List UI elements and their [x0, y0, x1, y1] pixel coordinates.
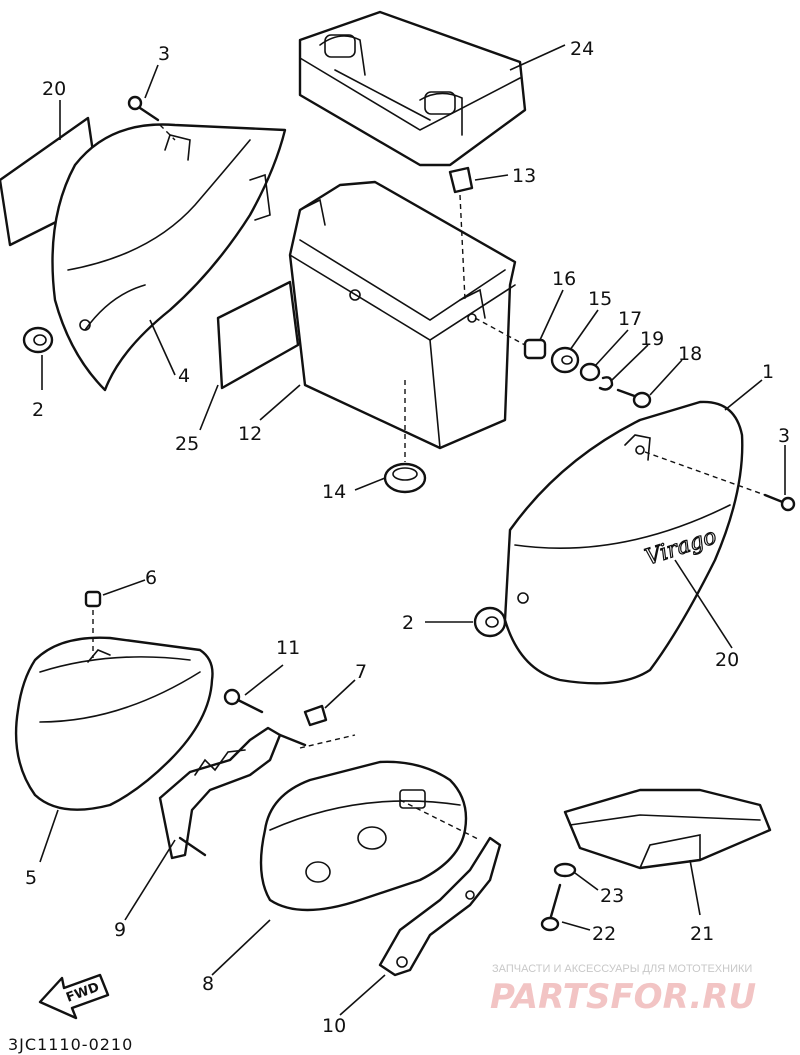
- callout-20-left: 20: [42, 78, 66, 100]
- callout-9: 9: [114, 919, 126, 941]
- grommet-right: [473, 606, 507, 638]
- callout-4: 4: [178, 365, 190, 387]
- callout-3-right: 3: [778, 425, 790, 447]
- callout-20-right: 20: [715, 649, 739, 671]
- callout-25: 25: [175, 433, 199, 455]
- callout-8: 8: [202, 973, 214, 995]
- callout-16: 16: [552, 268, 576, 290]
- bolt-right: [763, 493, 796, 512]
- watermark-tagline: ЗАПЧАСТИ И АКСЕССУАРЫ ДЛЯ МОТОТЕХНИКИ: [492, 963, 752, 975]
- grommet-bottom: [383, 462, 427, 494]
- hardware-stack: [523, 338, 652, 409]
- clip-part: [448, 166, 474, 194]
- callout-21: 21: [690, 923, 714, 945]
- watermark: ЗАПЧАСТИ И АКСЕССУАРЫ ДЛЯ МОТОТЕХНИКИ PA…: [490, 963, 756, 1017]
- callout-14: 14: [322, 481, 346, 503]
- battery-pad: [298, 10, 527, 167]
- lower-bracket: [378, 836, 502, 977]
- washer-and-bolt: [540, 862, 577, 932]
- leader-lines: [39, 44, 786, 1016]
- callout-17: 17: [618, 308, 642, 330]
- callout-19: 19: [640, 328, 664, 350]
- diagram-code: 3JC1110-0210: [8, 1035, 133, 1054]
- callout-10: 10: [322, 1015, 346, 1037]
- callout-24: 24: [570, 38, 594, 60]
- callout-3-top: 3: [158, 43, 170, 65]
- callout-22: 22: [592, 923, 616, 945]
- callout-11: 11: [276, 637, 300, 659]
- assembly-lines: [92, 124, 766, 841]
- callout-23: 23: [600, 885, 624, 907]
- bolt-eleven: [223, 688, 264, 714]
- insulation-sheet: [216, 280, 300, 390]
- bolt-six: [84, 590, 102, 608]
- callout-6: 6: [145, 567, 157, 589]
- bolt-top-left: [127, 95, 160, 122]
- callout-18: 18: [678, 343, 702, 365]
- callout-1: 1: [762, 361, 774, 383]
- clip-seven: [303, 704, 328, 727]
- callout-5: 5: [25, 867, 37, 889]
- mounting-bracket: [158, 726, 307, 860]
- grommet-left: [22, 326, 54, 354]
- callout-2-right: 2: [402, 612, 414, 634]
- callout-7: 7: [355, 661, 367, 683]
- watermark-logo: PARTSFOR.RU: [490, 977, 756, 1017]
- callout-labels: 3 20 4 2 24 13 12 25 14 16 15 17 19 18 1…: [25, 38, 790, 1037]
- lower-left-cover: [14, 636, 214, 811]
- callout-15: 15: [588, 288, 612, 310]
- callout-12: 12: [238, 423, 262, 445]
- callout-13: 13: [512, 165, 536, 187]
- left-side-cover: [51, 123, 287, 392]
- right-side-cover: [503, 400, 744, 685]
- callout-2-left: 2: [32, 399, 44, 421]
- battery-box: [288, 180, 517, 450]
- fwd-arrow: FWD: [38, 973, 110, 1020]
- lower-tray: [563, 788, 772, 870]
- lower-cover: [259, 760, 468, 912]
